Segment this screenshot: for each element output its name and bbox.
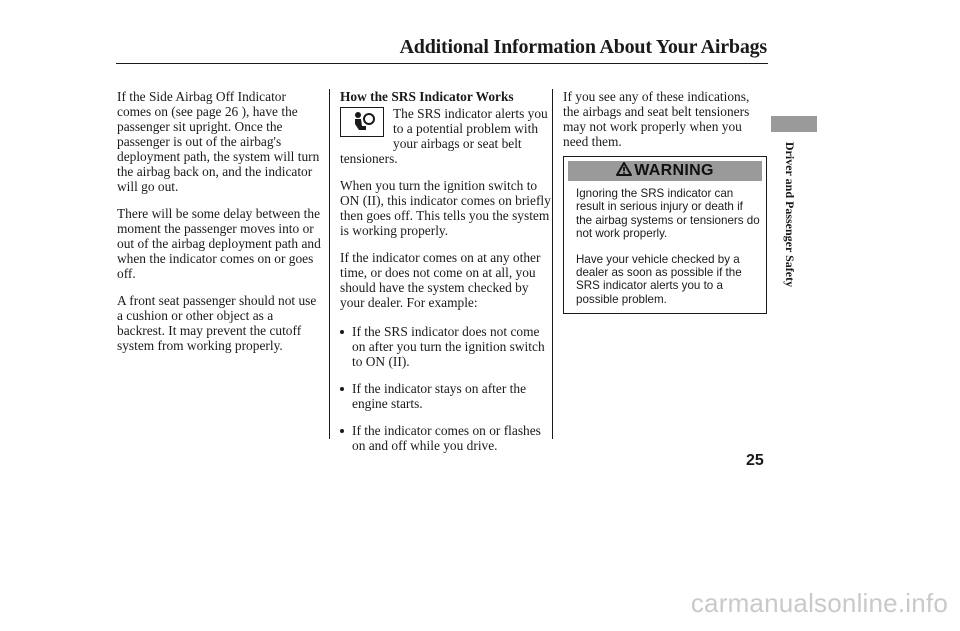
paragraph: When you turn the ignition switch to ON … [340,178,551,238]
list-item: If the indicator stays on after the engi… [340,381,552,411]
srs-airbag-indicator-icon [340,107,384,137]
list-item: If the SRS indicator does not come on af… [340,324,552,369]
bullet-icon [340,387,344,391]
side-section-label: Driver and Passenger Safety [783,141,798,287]
list-item-text: If the indicator stays on after the engi… [352,381,527,411]
paragraph: If you see any of these indications, the… [563,89,750,149]
warning-label: WARNING [634,162,714,179]
warning-body: Ignoring the SRS indicator can result in… [576,187,762,318]
column-divider-left [329,89,330,439]
section-tab-marker [771,116,817,132]
bullet-icon [340,330,344,334]
list-item: If the indicator comes on or flashes on … [340,423,552,453]
paragraph: A front seat passenger should not use a … [117,293,317,353]
paragraph: If the indicator comes on at any other t… [340,250,541,310]
paragraph: If the Side Airbag Off Indicator comes o… [117,89,320,194]
srs-intro-text: The SRS indicator alerts you to a potent… [340,106,548,166]
example-list: If the SRS indicator does not come on af… [340,324,552,453]
middle-column: How the SRS Indicator Works The SRS indi… [340,89,552,465]
bullet-icon [340,429,344,433]
warning-triangle-icon [616,161,633,181]
warning-header: WARNING [568,161,762,181]
warning-box: WARNING Ignoring the SRS indicator can r… [563,156,767,314]
warning-text: Ignoring the SRS indicator can result in… [576,187,760,241]
warning-text: Have your vehicle checked by a dealer as… [576,252,742,306]
paragraph: There will be some delay between the mom… [117,206,321,281]
srs-intro: The SRS indicator alerts you to a potent… [340,106,552,166]
page-title: Additional Information About Your Airbag… [399,36,768,58]
list-item-text: If the indicator comes on or flashes on … [352,423,541,453]
watermark: carmanualsonline.info [690,588,948,618]
column-divider-right [552,89,553,439]
section-heading: How the SRS Indicator Works [340,89,514,104]
left-column: If the Side Airbag Off Indicator comes o… [117,89,323,365]
side-section-label-text: Driver and Passenger Safety [783,141,798,287]
list-item-text: If the SRS indicator does not come on af… [352,324,545,369]
right-column: If you see any of these indications, the… [563,89,763,161]
page-number: 25 [746,452,764,469]
header-rule [116,63,768,64]
